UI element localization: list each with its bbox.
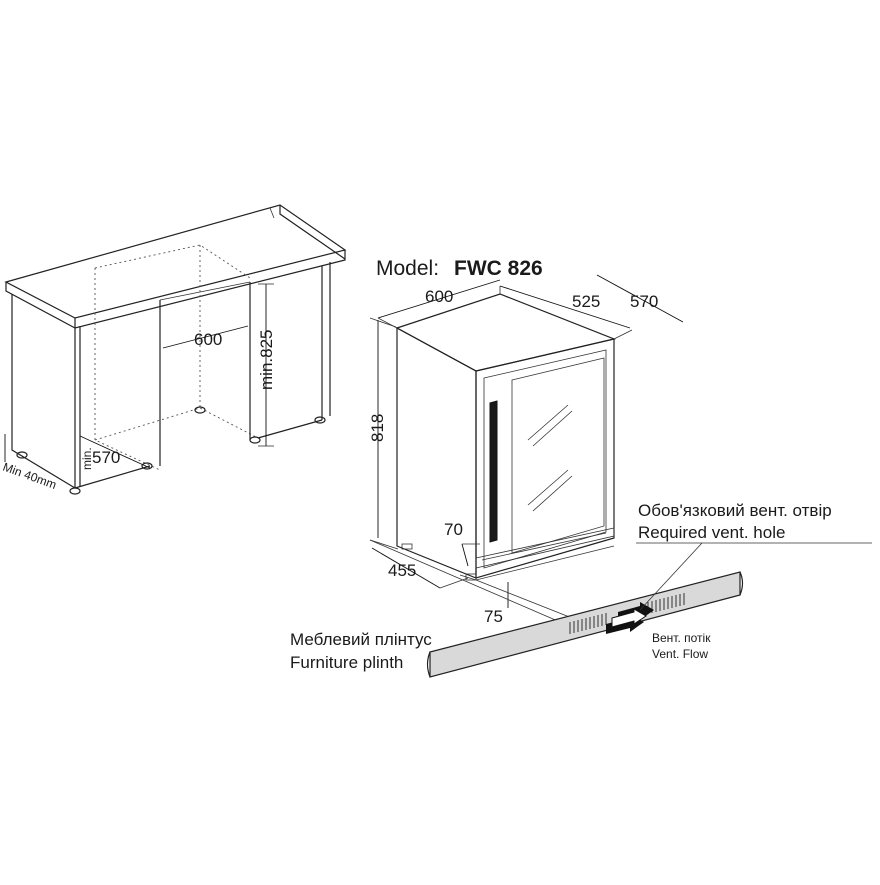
niche-floor xyxy=(94,407,259,441)
bottom-grille xyxy=(475,527,615,569)
cabinet-right-base xyxy=(257,419,323,439)
vent-offset-label: 70 xyxy=(444,520,463,539)
glass-reflection xyxy=(527,469,569,506)
cooler-depth-door-label: 570 xyxy=(630,292,658,311)
niche-top xyxy=(94,244,251,279)
bottom-depth-ext xyxy=(439,577,469,589)
cooler-width-label: 600 xyxy=(425,287,453,306)
niche-top-front xyxy=(159,281,251,301)
cabinet-depth-dim-line xyxy=(79,435,151,469)
furniture-plinth xyxy=(426,571,744,678)
model-prefix: Model: xyxy=(376,257,439,280)
cooler-side xyxy=(396,326,477,579)
glass-reflection xyxy=(532,410,573,447)
cabinet-foot xyxy=(141,462,153,470)
vent-hole-leader xyxy=(639,542,703,611)
plinth-label-en: Furniture plinth xyxy=(290,653,403,672)
countertop-edge xyxy=(5,250,346,329)
cabinet-foot xyxy=(194,406,206,414)
cooler-depth-door-dim-line xyxy=(596,274,684,323)
cooler-glass xyxy=(511,357,605,554)
floor-guide xyxy=(475,579,573,619)
plinth-board xyxy=(429,571,741,678)
vent-offset-dim-line xyxy=(461,543,469,567)
cabinet-foot xyxy=(69,487,81,495)
cooler-height-ext xyxy=(369,539,399,550)
cooler-width-dim-line xyxy=(377,279,501,319)
vent-flow-callout: Вент. потік Vent. Flow xyxy=(652,631,711,661)
cabinet-foot xyxy=(16,451,28,459)
cooler-foot xyxy=(465,573,477,581)
cooler-width-ext xyxy=(377,317,398,329)
plinth-vent-grille xyxy=(569,593,685,634)
bottom-grille-line xyxy=(481,532,607,561)
cabinet-left-panel xyxy=(11,294,76,489)
vent-hole-label-ua: Обов'язковий вент. отвір xyxy=(638,501,832,520)
plinth-break-left xyxy=(426,651,431,678)
model-title: Model: FWC 826 xyxy=(376,257,543,280)
cabinet-height-label: min.825 xyxy=(257,330,276,390)
cabinet-width-label: 600 xyxy=(194,330,222,349)
glass-reflection xyxy=(527,404,569,441)
niche-back-left xyxy=(94,268,161,471)
cabinet-depth-label: 570 xyxy=(92,448,120,467)
cooler-foot xyxy=(401,543,413,550)
cooler-depth-ext xyxy=(613,329,633,340)
cooler-depth-dim-line xyxy=(499,285,631,329)
model-name: FWC 826 xyxy=(454,257,543,280)
door-handle xyxy=(489,400,498,543)
kitchen-cabinet: 600 min.825 min. 570 Min 40mm xyxy=(1,204,347,495)
cabinet-foot xyxy=(249,436,261,444)
cabinet-foot xyxy=(314,416,326,424)
cabinet-width-dim-line xyxy=(162,325,249,349)
backsplash-lip xyxy=(269,207,275,219)
floor-guide xyxy=(369,539,561,623)
plinth-callout: Меблевий плінтус Furniture plinth xyxy=(290,630,432,672)
cooler-door-frame-inner xyxy=(483,349,607,569)
cooler-height-label: 818 xyxy=(368,414,387,442)
backsplash xyxy=(279,205,346,260)
plinth-height-label: 75 xyxy=(484,607,503,626)
cooler-door xyxy=(475,338,615,579)
plinth-label-ua: Меблевий плінтус xyxy=(290,630,432,649)
countertop-top xyxy=(4,204,347,319)
vent-flow-label-en: Vent. Flow xyxy=(652,647,708,661)
cooler-depth-label: 525 xyxy=(572,292,600,311)
cabinet-depth-min-label: min. xyxy=(80,447,94,470)
cooler-base xyxy=(459,545,615,581)
bottom-depth-label: 455 xyxy=(388,561,416,580)
vent-flow-label-ua: Вент. потік xyxy=(652,631,711,645)
plinth-break-right xyxy=(739,571,744,596)
vent-flow-arrow-icon xyxy=(606,602,654,634)
plinth-gap-label: Min 40mm xyxy=(1,460,58,492)
cabinet-base-left xyxy=(74,465,151,489)
bottom-depth-dim-line xyxy=(371,547,441,589)
vent-hole-callout: Обов'язковий вент. отвір Required vent. … xyxy=(636,501,872,611)
glass-reflection xyxy=(532,475,573,512)
wine-cooler: 818 600 525 570 455 70 75 xyxy=(368,274,684,626)
vent-hole-label-en: Required vent. hole xyxy=(638,523,785,542)
